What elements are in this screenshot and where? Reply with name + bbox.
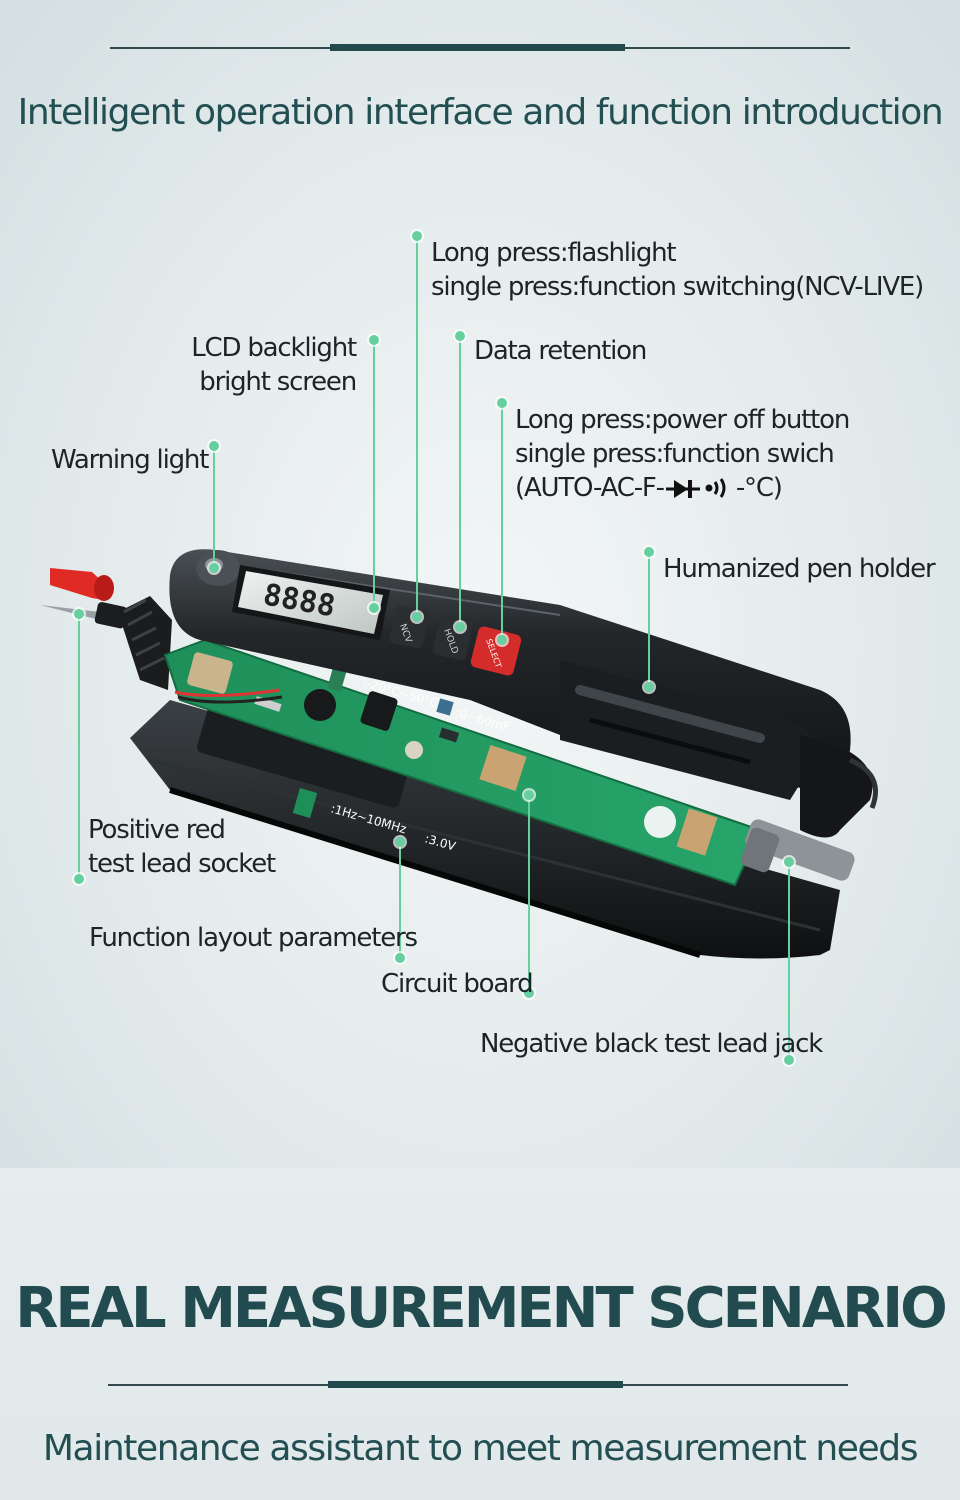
- scenario-title: REAL MEASUREMENT SCENARIO: [15, 1276, 947, 1341]
- leader-dot-flashlight: [412, 612, 422, 622]
- leader-dot-warning-top: [209, 441, 219, 451]
- negative-jack: [740, 819, 855, 881]
- multimeter-pen-illustration: :-20°C~50°C :0~60mF 8888 NCV HOLD SELECT: [40, 549, 878, 959]
- leader-data-retention: [459, 336, 461, 626]
- hold-button[interactable]: HOLD: [432, 613, 474, 661]
- scenario-subtitle: Maintenance assistant to meet measuremen…: [42, 1428, 919, 1469]
- sound-icon: [704, 475, 732, 509]
- upper-housing: 8888 NCV HOLD SELECT: [169, 549, 878, 838]
- leader-dot-negative-top: [784, 857, 794, 867]
- leader-dot-data-retention: [455, 622, 465, 632]
- page-title: Intelligent operation interface and func…: [17, 92, 944, 133]
- callout-circuit-board-line1: Circuit board: [381, 969, 534, 999]
- leader-dot-flashlight-top: [412, 231, 422, 241]
- callout-lcd-line2: bright screen: [199, 367, 357, 397]
- feature-section: [0, 0, 960, 1168]
- leader-dot-warning: [209, 563, 219, 573]
- callout-function-layout-line1: Function layout parameters: [89, 923, 418, 953]
- leader-dot-circuit-board: [524, 988, 534, 998]
- callout-power: Long press:power off button single press…: [515, 403, 850, 509]
- leader-dot-positive: [74, 874, 84, 884]
- leader-negative: [788, 862, 790, 1060]
- callout-data-retention-line1: Data retention: [474, 336, 647, 366]
- leader-positive: [78, 614, 80, 879]
- callout-power-line3-suffix: -°C): [735, 473, 783, 503]
- leader-dot-power: [497, 635, 507, 645]
- callout-power-line3-prefix: (AUTO-AC-F-: [515, 473, 665, 503]
- leader-function-layout: [399, 842, 401, 958]
- bottom-divider-accent: [328, 1381, 623, 1388]
- circuit-board-pcb: :-20°C~50°C :0~60mF: [163, 638, 762, 887]
- leader-warning: [213, 446, 215, 568]
- leader-power: [501, 403, 503, 639]
- callout-positive: Positive red test lead socket: [88, 813, 276, 881]
- leader-dot-function-layout: [395, 953, 405, 963]
- leader-dot-positive-top: [74, 609, 84, 619]
- leader-pen-holder: [648, 552, 650, 687]
- callout-circuit-board: Circuit board: [381, 967, 534, 1001]
- callout-negative: Negative black test lead jack: [480, 1027, 823, 1061]
- leader-dot-pen-holder-top: [644, 547, 654, 557]
- leader-dot-pen-holder: [644, 682, 654, 692]
- callout-warning-line1: Warning light: [51, 445, 209, 475]
- leader-circuit-board: [528, 795, 530, 993]
- knurled-nose: [118, 596, 172, 690]
- leader-dot-power-top: [497, 398, 507, 408]
- leader-dot-circuit-board-top: [524, 790, 534, 800]
- leader-flashlight: [416, 236, 418, 616]
- callout-pen-holder-line1: Humanized pen holder: [663, 554, 936, 584]
- leader-dot-lcd-top: [369, 335, 379, 345]
- leader-dot-function-layout-top: [395, 837, 405, 847]
- leader-dot-lcd: [369, 603, 379, 613]
- callout-flashlight-line2: single press:function switching(NCV-LIVE…: [431, 272, 924, 302]
- callout-pen-holder: Humanized pen holder: [663, 552, 936, 586]
- callout-power-line1: Long press:power off button: [515, 405, 850, 435]
- callout-positive-line1: Positive red: [88, 815, 226, 845]
- callout-lcd-line1: LCD backlight: [191, 333, 357, 363]
- callout-negative-line1: Negative black test lead jack: [480, 1029, 823, 1059]
- callout-positive-line2: test lead socket: [88, 849, 276, 879]
- callout-function-layout: Function layout parameters: [89, 921, 418, 955]
- pen-holder-clip: [560, 660, 816, 800]
- probe-tip: [40, 602, 128, 629]
- top-divider-accent: [330, 44, 625, 51]
- callout-power-line3: (AUTO-AC-F- -°C): [515, 471, 849, 509]
- callout-flashlight-line1: Long press:flashlight: [431, 238, 677, 268]
- diode-icon: [665, 475, 700, 509]
- callout-flashlight: Long press:flashlight single press:funct…: [431, 236, 924, 304]
- callout-power-line2: single press:function swich: [515, 439, 835, 469]
- leader-lcd: [373, 340, 375, 608]
- callout-warning: Warning light: [51, 443, 209, 477]
- callout-lcd: LCD backlight bright screen: [190, 331, 357, 399]
- select-button[interactable]: SELECT: [470, 625, 523, 676]
- red-probe-cap: [50, 568, 114, 601]
- callout-data-retention: Data retention: [474, 334, 647, 368]
- scenario-section: [0, 1168, 960, 1500]
- lcd-screen: 8888: [232, 565, 390, 640]
- leader-dot-data-retention-top: [455, 331, 465, 341]
- leader-dot-negative: [784, 1055, 794, 1065]
- end-cap: [800, 735, 878, 838]
